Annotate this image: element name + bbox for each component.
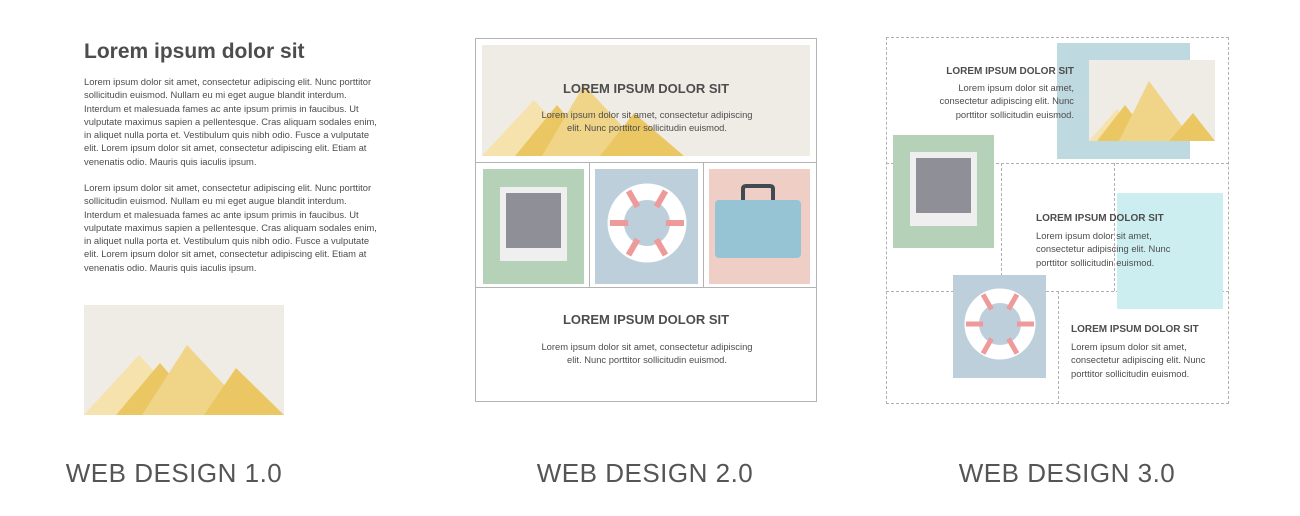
web1-paragraph-1: Lorem ipsum dolor sit amet, consectetur … <box>84 76 377 167</box>
web3-frame <box>886 37 1229 404</box>
web3-block3-title: LOREM IPSUM DOLOR SIT <box>1071 324 1199 335</box>
web3-grid-line-h2 <box>886 291 1229 292</box>
web2-divider-bottom <box>476 287 816 288</box>
web3-tile-lifebuoy <box>953 275 1046 378</box>
web1-caption: WEB DESIGN 1.0 <box>65 458 283 488</box>
mountain-right <box>600 113 684 156</box>
web3-block2-text: Lorem ipsum dolor sit amet, consectetur … <box>1036 230 1171 268</box>
web2-tile-lifebuoy <box>595 169 698 284</box>
lifebuoy-icon <box>607 183 687 263</box>
web3-block2-title: LOREM IPSUM DOLOR SIT <box>1036 213 1164 224</box>
web3-hero-image <box>1057 43 1215 159</box>
web3-block1-text: Lorem ipsum dolor sit amet, consectetur … <box>939 82 1074 120</box>
web2-tile-photo <box>483 169 584 284</box>
web2-tile-briefcase <box>709 169 810 284</box>
web2-hero-image <box>482 45 810 156</box>
web2-divider-col-1 <box>589 163 590 287</box>
web3-grid-line-v2 <box>1114 163 1115 291</box>
web1-paragraph-2: Lorem ipsum dolor sit amet, consectetur … <box>84 182 377 273</box>
web3-cyan-block <box>1117 193 1223 309</box>
web3-caption: WEB DESIGN 3.0 <box>958 458 1176 488</box>
web2-hero-text: Lorem ipsum dolor sit amet, consectetur … <box>541 109 753 134</box>
briefcase-icon <box>715 184 801 258</box>
web2-caption: WEB DESIGN 2.0 <box>536 458 754 488</box>
lifebuoy-icon <box>964 288 1036 360</box>
web3-grid-line-v3 <box>1058 291 1059 404</box>
web2-divider-col-2 <box>703 163 704 287</box>
web2-bottom-text: Lorem ipsum dolor sit amet, consectetur … <box>541 341 753 366</box>
web3-grid-line-v1 <box>1001 163 1002 291</box>
web2-divider-top <box>476 162 816 163</box>
web1-mountain-image <box>84 305 284 415</box>
photo-image <box>506 193 561 248</box>
web2-hero-title: LOREM IPSUM DOLOR SIT <box>562 81 730 96</box>
web1-title: Lorem ipsum dolor sit <box>84 40 305 63</box>
mountain-right <box>204 368 284 415</box>
web2-bottom-title: LOREM IPSUM DOLOR SIT <box>562 312 730 327</box>
web3-tile-photo <box>893 135 994 248</box>
web3-block3-text: Lorem ipsum dolor sit amet, consectetur … <box>1071 341 1206 379</box>
web2-frame <box>475 38 817 402</box>
photo-image <box>916 158 971 213</box>
web3-block1-title: LOREM IPSUM DOLOR SIT <box>946 66 1074 77</box>
web3-grid-line-h1 <box>886 163 1229 164</box>
